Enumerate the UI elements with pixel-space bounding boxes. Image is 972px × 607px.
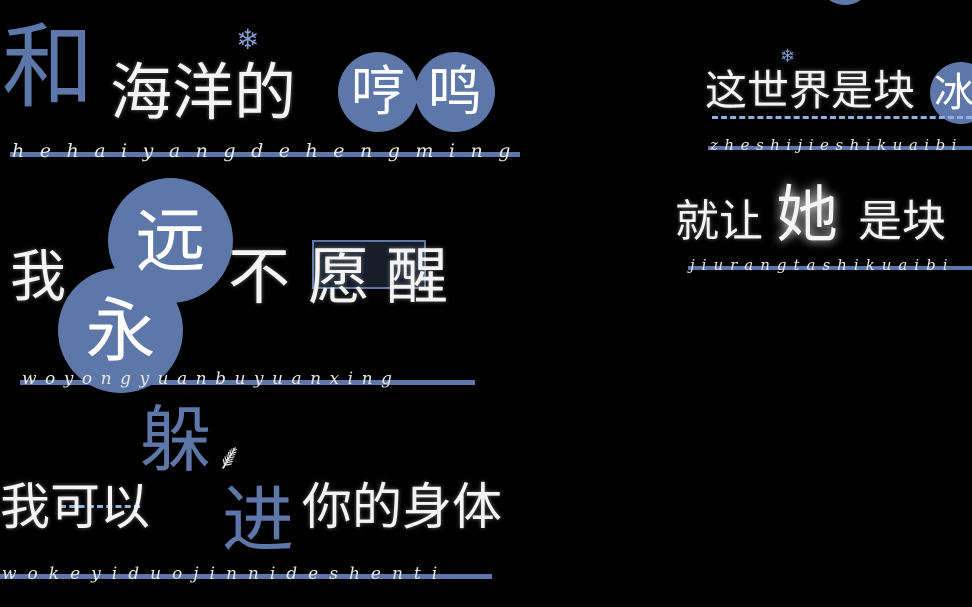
pinyin: jiurangtashikuaibi (690, 256, 955, 274)
lyric-circle-char: 永 (58, 268, 183, 393)
snowflake-icon: ❄ (236, 23, 260, 56)
pinyin: wokeyiduojinnideshenti (2, 564, 449, 584)
pinyin: zheshijieshikuaibi (710, 136, 963, 154)
pinyin-bar (0, 574, 492, 579)
snowflake-icon: ❄ (780, 46, 796, 67)
lyric-text: 不 (228, 240, 291, 313)
wheat-icon: ⸙ (216, 437, 244, 478)
lyric-text: 就让 (675, 196, 763, 247)
lyric-accent-char: 进 (222, 478, 295, 562)
lyric-lead-text: 我可以 (0, 478, 150, 536)
lyric-lead-char: 和 (2, 14, 95, 121)
lyric-text: 醒 (386, 240, 449, 313)
dashed-line (60, 505, 140, 508)
pinyin-bar (20, 380, 475, 385)
pinyin-bar (708, 146, 972, 150)
lyric-text: 你的身体 (302, 478, 502, 536)
pinyin-bar (10, 152, 520, 157)
lyric-accent-char: 躲 (140, 398, 213, 482)
top-partial-circle (820, 0, 870, 5)
lyric-text: 海洋的 (110, 56, 297, 129)
dashed-line (712, 116, 972, 119)
lyric-boxed-char: 愿 (308, 240, 371, 313)
lyric-text: 是块 (858, 196, 946, 247)
pinyin: woyongyuanbuyuanxing (22, 369, 401, 389)
lyric-lead-char: 我 (10, 245, 66, 310)
box-frame (312, 240, 426, 289)
lyric-circle-char: 鸣 (415, 52, 495, 132)
pinyin-bar (688, 266, 972, 270)
pinyin: hehaiyangdehengming (12, 140, 526, 162)
lyric-emphasis-char: 她 (776, 178, 839, 251)
lyric-text: 这世界是块 (705, 66, 916, 115)
lyric-circle-char: 冰 (930, 62, 972, 124)
lyric-circle-char: 哼 (338, 52, 418, 132)
